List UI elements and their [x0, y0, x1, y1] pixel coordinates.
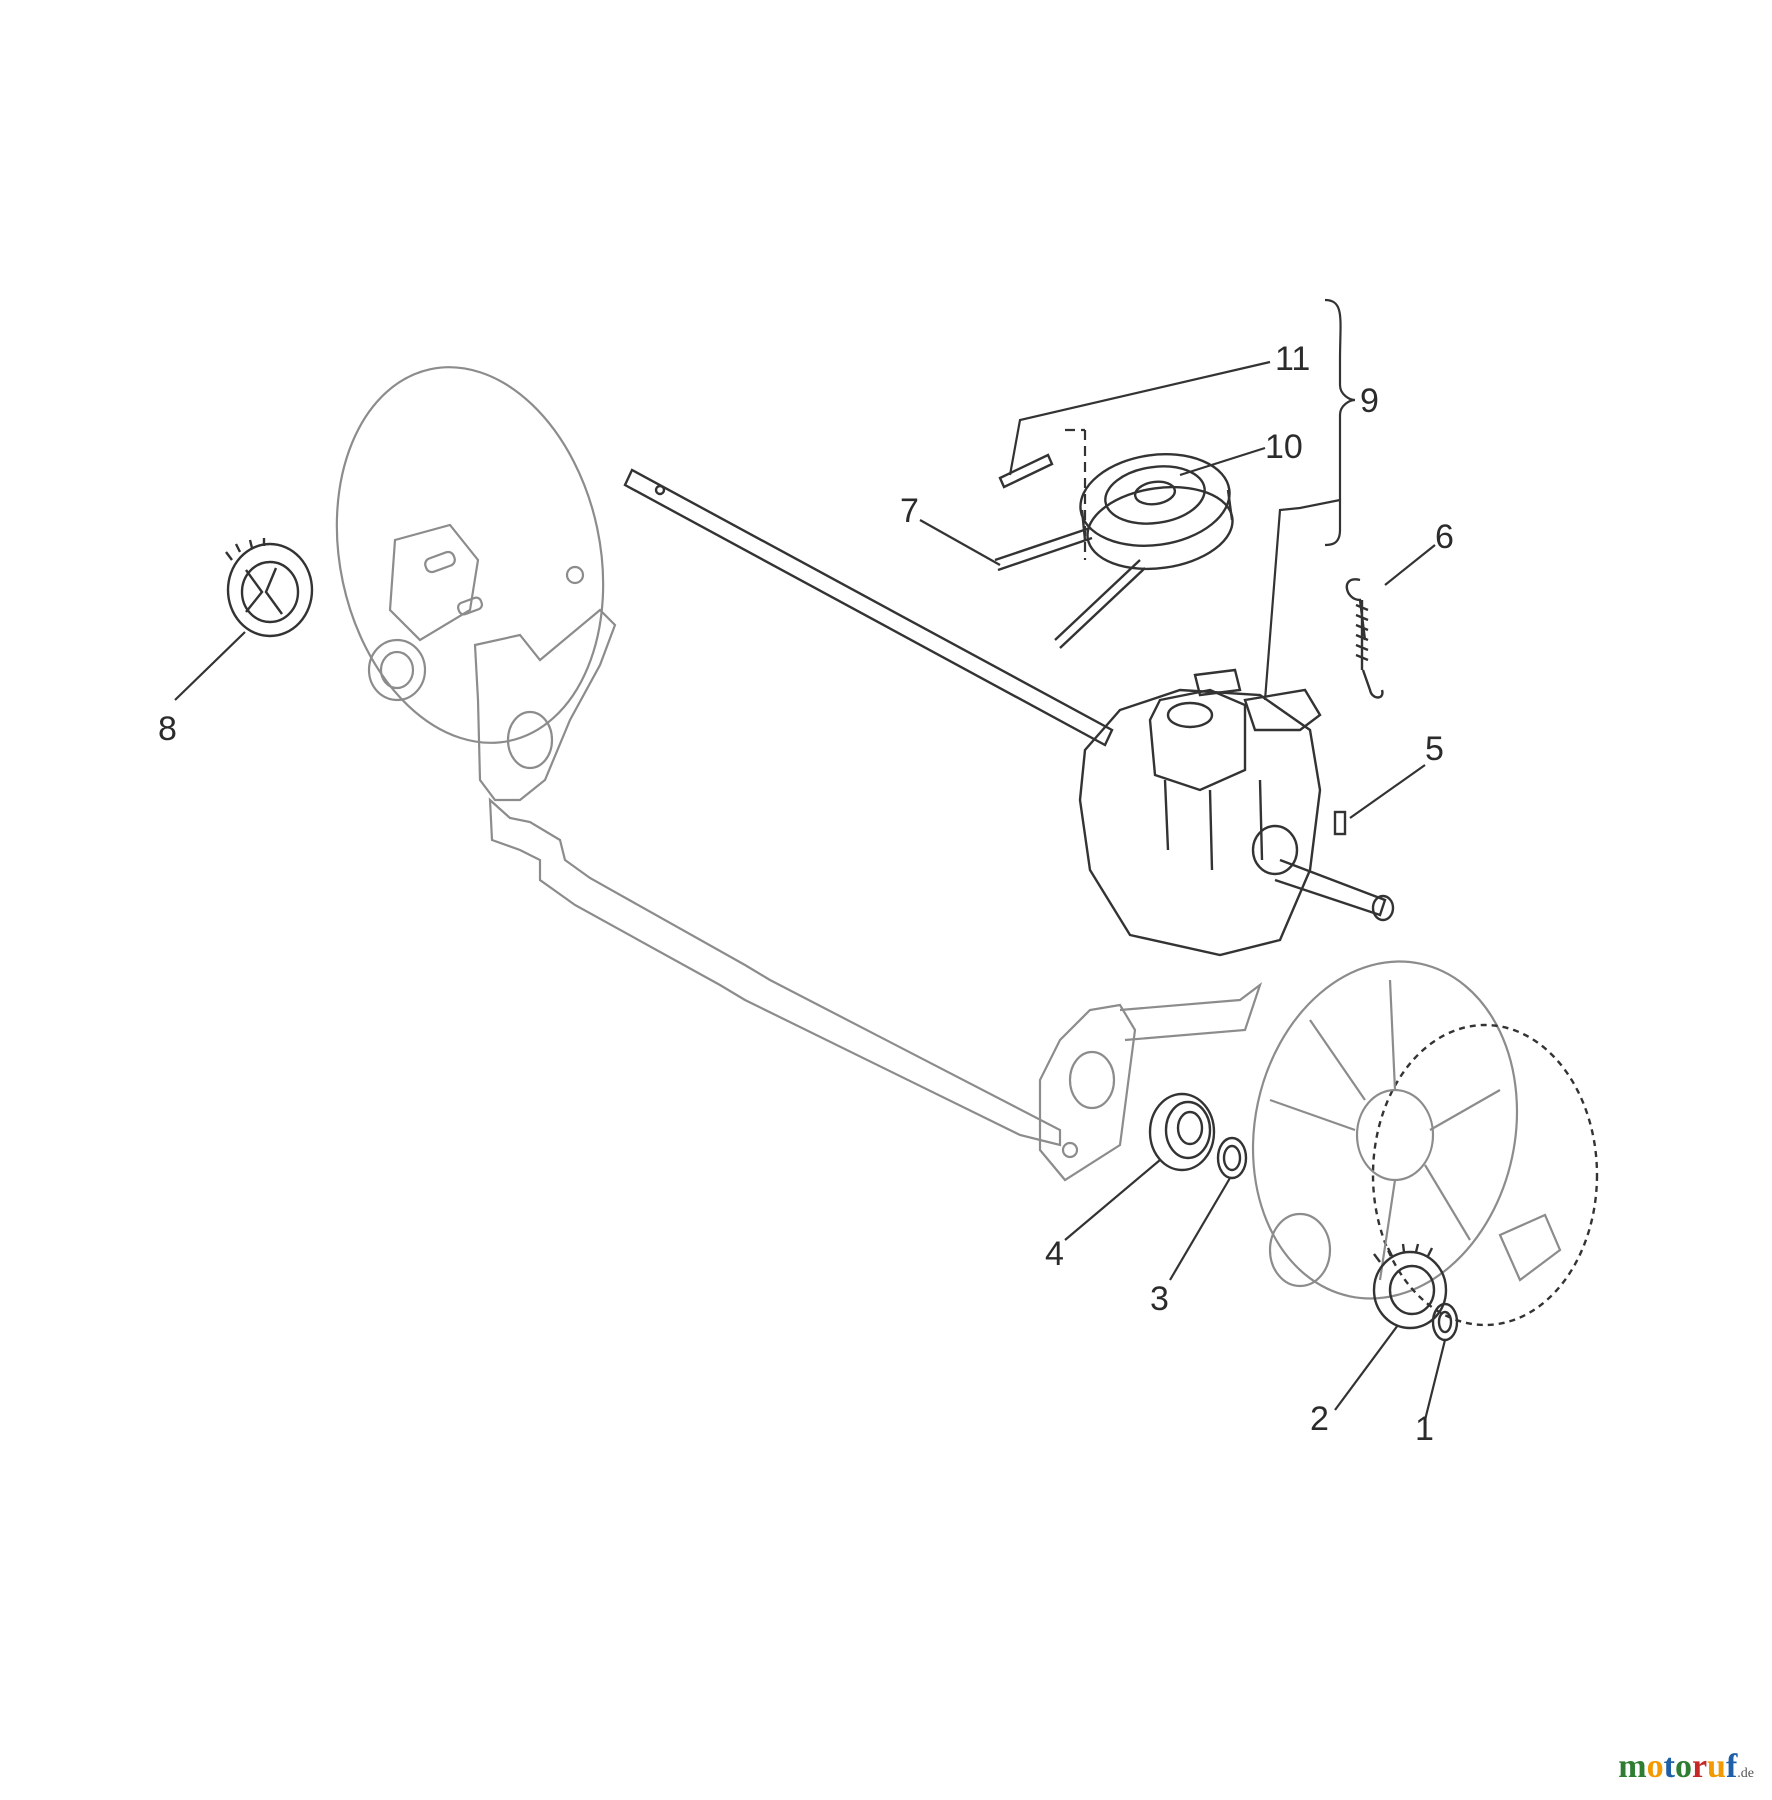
pinion-gear-left: [225, 538, 314, 638]
group-bracket: [1324, 298, 1356, 547]
callout-4: 4: [1045, 1235, 1064, 1273]
small-key: [1333, 810, 1347, 836]
callout-2: 2: [1310, 1400, 1329, 1438]
key-pin: [998, 453, 1054, 489]
logo-letter: m: [1618, 1748, 1647, 1785]
callout-10: 10: [1265, 428, 1303, 466]
right-wheel-gear: [1251, 960, 1599, 1327]
motoruf-logo: motoruf.de: [1618, 1748, 1754, 1786]
logo-suffix: .de: [1737, 1766, 1754, 1781]
callout-11: 11: [1275, 340, 1310, 378]
drive-axle-bracket: [473, 565, 1263, 1182]
callout-8: 8: [158, 710, 177, 748]
drive-shaft: [623, 468, 1114, 747]
gearbox: [1078, 668, 1395, 957]
washer: [1216, 1136, 1248, 1180]
retaining-ring: [1431, 1302, 1459, 1342]
callout-6: 6: [1435, 518, 1454, 556]
logo-letter: t: [1663, 1748, 1675, 1785]
drive-belt: [994, 526, 1146, 649]
logo-letter: o: [1646, 1748, 1664, 1785]
logo-letter: u: [1707, 1748, 1726, 1785]
callout-5: 5: [1425, 730, 1444, 768]
pulley: [1079, 453, 1234, 571]
ball-bearing: [1148, 1092, 1216, 1172]
logo-letter: o: [1674, 1748, 1692, 1785]
tension-spring: [1345, 578, 1384, 699]
logo-letter: r: [1691, 1748, 1708, 1785]
callout-7: 7: [900, 492, 919, 530]
callout-1: 1: [1415, 1410, 1434, 1448]
pinion-gear-right: [1372, 1243, 1448, 1330]
left-wheel-disk: [335, 366, 605, 744]
callout-9: 9: [1360, 382, 1379, 420]
callout-3: 3: [1150, 1280, 1169, 1318]
logo-letter: f: [1725, 1748, 1738, 1785]
leader-lines: [174, 360, 1447, 1421]
